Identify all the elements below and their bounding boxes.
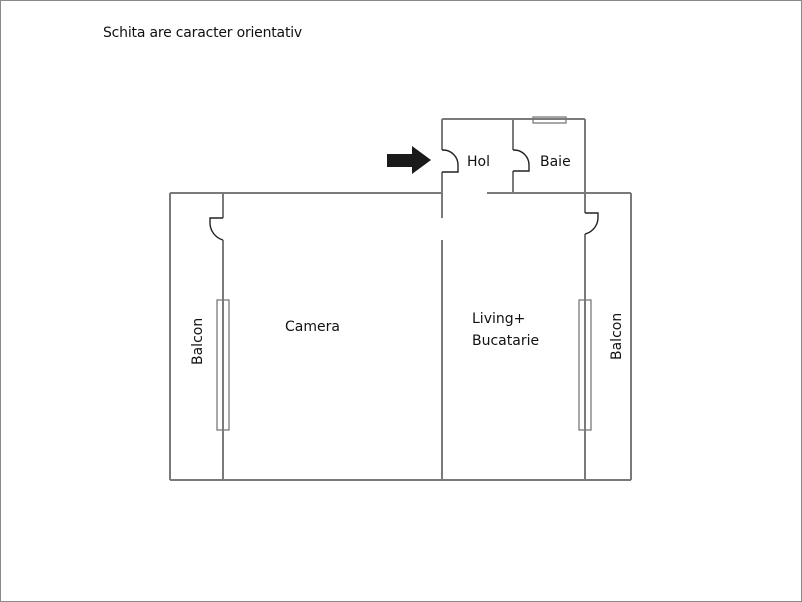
room-label-hol: Hol: [467, 154, 490, 170]
baie-window: [532, 116, 567, 124]
right-balcony-window: [578, 299, 592, 431]
room-label-camera: Camera: [285, 319, 340, 335]
arrow-right-icon: [387, 146, 431, 174]
walls: [169, 116, 632, 481]
right-balcony-door-icon: [584, 212, 599, 235]
room-label-balcon-left: Balcon: [190, 318, 206, 365]
entrance-door-icon: [442, 149, 459, 173]
left-balcony-window: [216, 299, 230, 431]
doors: [209, 149, 599, 241]
baie-door-icon: [513, 149, 530, 172]
room-label-baie: Baie: [540, 154, 571, 170]
left-balcony-door-icon: [209, 217, 224, 241]
room-label-balcon-right: Balcon: [609, 313, 625, 360]
plan-caption: Schita are caracter orientativ: [103, 25, 303, 41]
room-label-living-line1: Living+: [472, 311, 525, 327]
room-label-living-line2: Bucatarie: [472, 333, 539, 349]
